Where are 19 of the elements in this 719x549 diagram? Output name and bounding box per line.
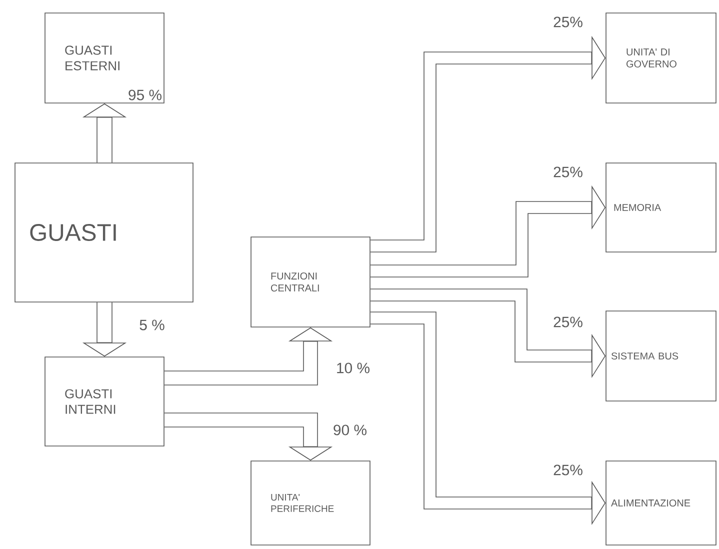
process-box: SISTEMA BUS [606,310,716,402]
process-box: FUNZIONI CENTRALI [250,236,370,328]
process-box: UNITA' DI GOVERNO [606,12,716,104]
process-box: GUASTI INTERNI [44,356,164,446]
hollow-arrow [370,185,606,278]
hollow-arrow [164,412,333,461]
edge-label: 25% [552,464,584,476]
edge-label: 25% [552,166,584,178]
process-box: UNITA' PERIFERICHE [250,460,370,546]
hollow-arrow [370,36,606,252]
process-box: ALIMENTAZIONE [606,460,716,546]
edge-label: 25% [552,316,584,328]
edge-label: 95 % [126,88,164,102]
process-box: GUASTI [14,162,194,302]
edge-label: 10 % [334,362,372,374]
edge-label: 25% [552,16,584,28]
process-box: MEMORIA [606,162,716,252]
edge-label: 5 % [138,318,166,332]
edge-label: 90 % [332,424,368,436]
